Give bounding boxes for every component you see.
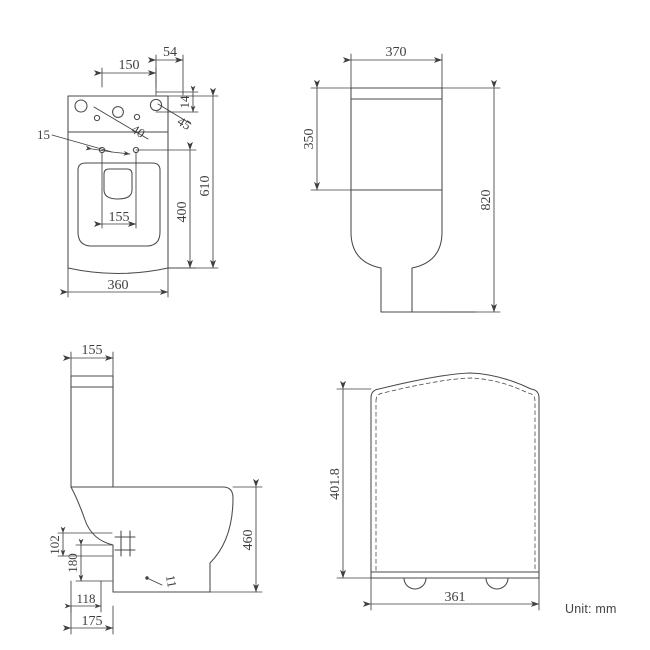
top-view-hole-large-left <box>74 99 88 113</box>
leader-11-dot <box>145 576 149 580</box>
dimension-label-155-side: 155 <box>82 343 103 358</box>
dimension-label-350: 350 <box>302 129 317 150</box>
leader-11-line <box>146 577 163 586</box>
dimension-label-360: 360 <box>108 278 129 293</box>
dimension-label-102: 102 <box>47 535 62 555</box>
view-top-plan <box>67 95 169 274</box>
leader-40 <box>93 106 149 140</box>
dimension-label-361: 361 <box>445 590 466 605</box>
dimension-label-118: 118 <box>76 591 95 606</box>
dimension-labels: 150 54 14 45 40 15 155 400 610 360 370 3… <box>37 45 494 629</box>
leader-15-arrow-right <box>111 150 131 156</box>
side-view-bowl <box>70 486 234 593</box>
rear-view-outline <box>370 372 540 579</box>
dimension-label-401-8: 401.8 <box>328 468 343 500</box>
dimension-label-175: 175 <box>82 614 103 629</box>
view-rear <box>370 372 540 590</box>
top-view-flush-opening <box>103 168 133 200</box>
leader-15 <box>51 134 113 153</box>
rear-view-foot-right <box>485 577 509 590</box>
dimension-label-11: 11 <box>163 574 180 589</box>
dimension-label-180: 180 <box>65 553 80 573</box>
front-view-dimensions <box>310 53 501 313</box>
leader-15-arrow-left <box>85 145 113 153</box>
dimension-label-150: 150 <box>119 58 140 73</box>
dimension-label-54: 54 <box>163 45 177 60</box>
dimension-label-15: 15 <box>37 127 50 142</box>
rear-view-inner-outline <box>375 377 536 573</box>
top-view-hole-small-a <box>93 114 101 122</box>
top-view-bowl-outline <box>77 162 161 247</box>
view-side <box>70 375 234 593</box>
leader-45 <box>157 103 192 125</box>
dimension-label-40: 40 <box>129 121 148 141</box>
dimension-label-14: 14 <box>177 95 192 109</box>
dimension-label-400: 400 <box>175 202 190 223</box>
top-view-dimensions <box>51 54 219 298</box>
top-view-outline <box>67 95 169 274</box>
dimension-label-820: 820 <box>479 190 494 211</box>
front-view-cistern <box>350 87 443 191</box>
view-front <box>350 87 477 313</box>
rear-view-dimensions <box>336 380 540 611</box>
side-view-dimensions <box>57 351 263 635</box>
front-view-bowl <box>350 189 443 313</box>
side-view-cistern <box>70 375 114 488</box>
dimension-label-460: 460 <box>241 530 256 551</box>
dimension-label-610: 610 <box>198 176 213 197</box>
dimension-label-370: 370 <box>386 45 407 60</box>
top-view-hole-small-b <box>133 113 141 121</box>
rear-view-foot-left <box>403 577 427 590</box>
dimension-label-155-top: 155 <box>109 210 130 225</box>
top-view-hole-right <box>149 98 163 112</box>
top-view-hole-mid <box>112 106 124 118</box>
unit-note: Unit: mm <box>565 602 617 616</box>
